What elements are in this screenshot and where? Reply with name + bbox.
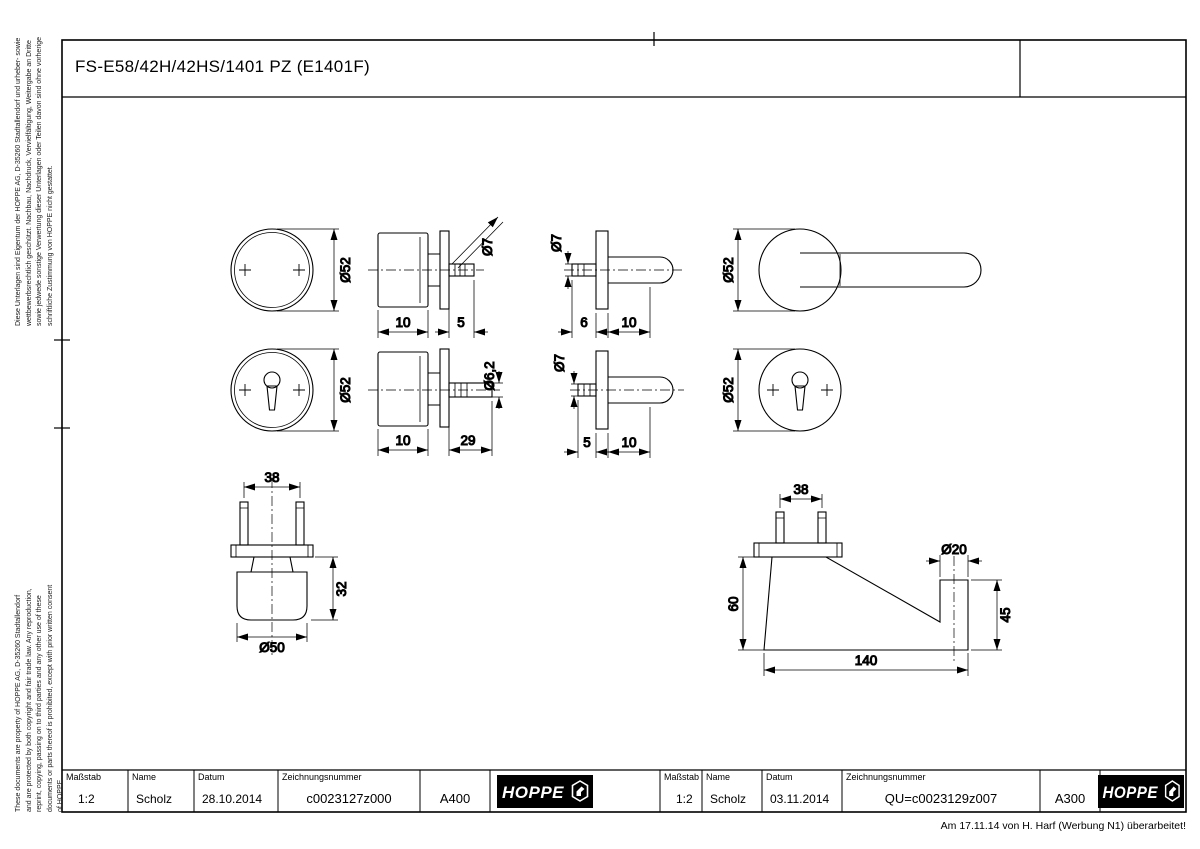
dim-label: Ø7 [552, 354, 567, 372]
dim-label: 10 [395, 315, 410, 330]
revision-note: Am 17.11.14 von H. Harf (Werbung N1) übe… [940, 820, 1186, 832]
rosette-plain-top-view: Ø52 [230, 228, 354, 312]
date-value-left: 28.10.2014 [202, 792, 263, 806]
revision-right: A300 [1054, 791, 1086, 806]
hoppe-logo-text: HOPPE [502, 783, 564, 802]
lever-front-elevation: 38 60 Ø20 45 140 [725, 481, 1014, 676]
dim-label: 60 [726, 596, 741, 611]
dim-label: 32 [334, 581, 349, 596]
drawing-no-label-left: Zeichnungsnummer [282, 772, 362, 782]
dim-label: 140 [855, 653, 878, 668]
dim-label: Ø20 [941, 542, 967, 557]
lever-neck-short-side-view: Ø7 5 10 [551, 350, 684, 458]
dim-label: Ø7 [549, 234, 564, 252]
knob-front-elevation: 38 32 Ø50 [230, 469, 350, 656]
dim-label: 10 [621, 435, 636, 450]
screw-mark-icon [239, 384, 251, 396]
scale-value-left: 1:2 [78, 792, 95, 806]
scale-value-right: 1:2 [676, 792, 693, 806]
dim-label: 38 [793, 482, 808, 497]
knob-side-view: Ø7 10 5 [368, 216, 504, 338]
rosette-pz-top-view: Ø52 [230, 348, 354, 432]
screw-mark-icon [293, 384, 305, 396]
drawing-no-label-right: Zeichnungsnummer [846, 772, 926, 782]
screw-mark-icon [821, 384, 833, 396]
rosette-pz-top-view-right: Ø52 [720, 348, 842, 432]
screw-mark-icon [239, 264, 251, 276]
legal-notice-english: These documents are property of HOPPE AG… [15, 584, 64, 812]
hoppe-logo: HOPPE [497, 775, 593, 808]
dim-label: Ø7 [480, 238, 495, 256]
dim-label: Ø52 [338, 257, 353, 283]
date-label-right: Datum [766, 772, 793, 782]
dim-label: Ø6,2 [482, 361, 497, 390]
hoppe-hexagon-icon [1164, 780, 1180, 802]
lever-front-view: Ø52 [720, 228, 982, 312]
pz-keyhole-slot [794, 385, 806, 411]
hoppe-logo: HOPPE [1098, 775, 1184, 808]
dim-label: Ø52 [338, 377, 353, 403]
pz-keyhole-slot [266, 385, 278, 411]
lever-neck-side-view: Ø7 6 10 [548, 230, 684, 338]
dim-label: 45 [998, 607, 1013, 622]
scale-label-right: Maßstab [664, 772, 700, 782]
dim-label: Ø50 [259, 640, 285, 655]
fold-marks [54, 32, 655, 429]
dim-label: Ø52 [721, 257, 736, 283]
screw-mark-icon [293, 264, 305, 276]
pz-keyhole [263, 371, 281, 389]
dim-label: 5 [583, 435, 591, 450]
knob-spindle-side-view: Ø6,2 10 29 [368, 348, 503, 456]
name-value-left: Scholz [136, 792, 173, 806]
dim-label: 29 [460, 433, 475, 448]
dim-label: 38 [264, 470, 279, 485]
name-label-right: Name [706, 772, 731, 782]
sheet-frame [54, 32, 1187, 813]
date-value-right: 03.11.2014 [770, 792, 830, 806]
pz-keyhole [791, 371, 809, 389]
legal-notice-german: Diese Unterlagen sind Eigentum der HOPPE… [15, 37, 54, 326]
page-title: FS-E58/42H/42HS/1401 PZ (E1401F) [75, 57, 370, 76]
screw-mark-icon [767, 384, 779, 396]
dim-label: 6 [580, 315, 588, 330]
dim-label: 10 [621, 315, 636, 330]
dim-label: 10 [395, 433, 410, 448]
revision-left: A400 [439, 791, 471, 806]
dim-label: Ø52 [721, 377, 736, 403]
name-label-left: Name [132, 772, 157, 782]
drawing-no-value-right: QU=c0023129z007 [884, 791, 998, 806]
dim-label: 5 [457, 315, 465, 330]
hoppe-hexagon-icon [571, 780, 589, 802]
name-value-right: Scholz [710, 792, 747, 806]
date-label-left: Datum [198, 772, 225, 782]
drawing-no-value-left: c0023127z000 [306, 791, 392, 806]
scale-label-left: Maßstab [66, 772, 102, 782]
hoppe-logo-text: HOPPE [1102, 783, 1158, 802]
